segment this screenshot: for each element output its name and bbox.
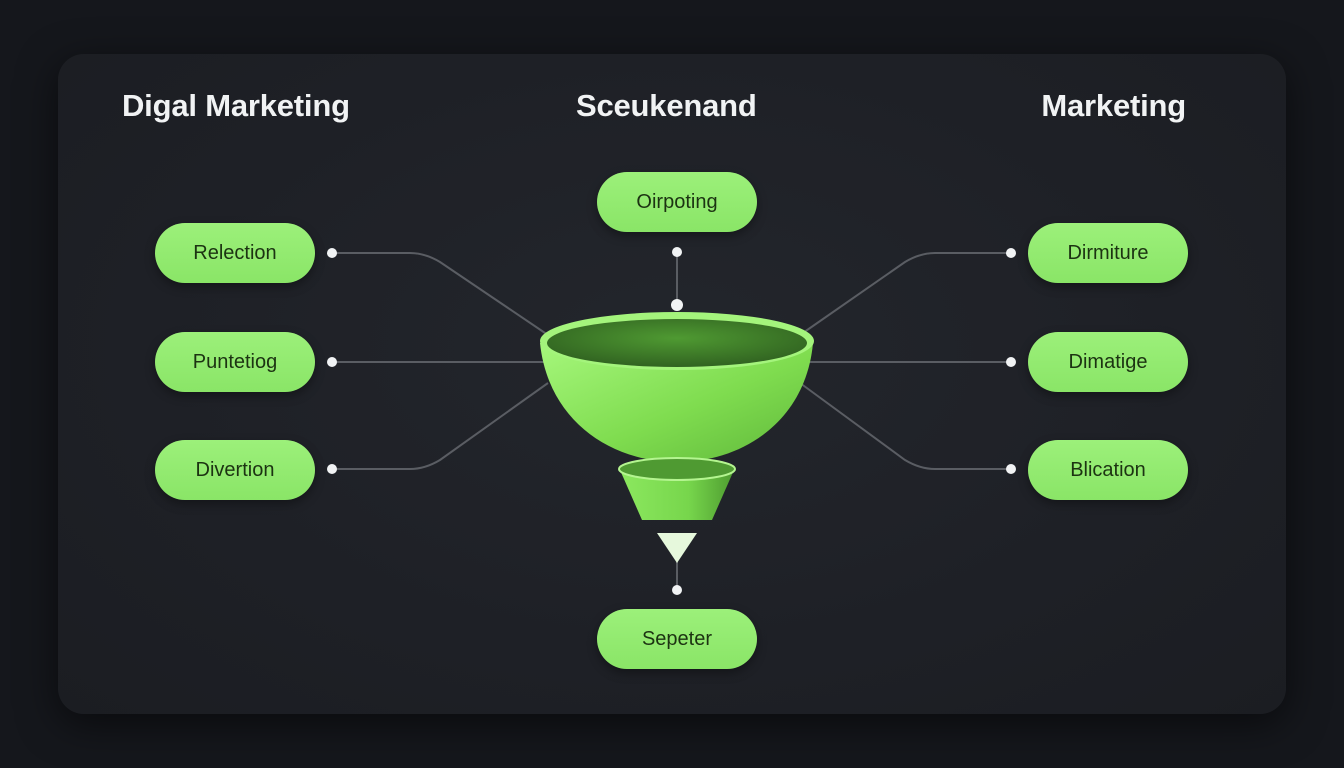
- funnel-cone: [620, 470, 734, 520]
- funnel-bowl: [540, 343, 813, 462]
- connector-right-1: [799, 252, 1011, 336]
- node-left-2[interactable]: Puntetiog: [155, 332, 315, 392]
- node-left-3[interactable]: Divertion: [155, 440, 315, 500]
- connector-right-3: [799, 382, 1011, 470]
- heading-center: Sceukenand: [576, 88, 757, 123]
- connector-dots: [327, 247, 1016, 595]
- funnel-cone-top: [618, 457, 736, 481]
- left-connectors: [332, 252, 549, 470]
- funnel-interior: [547, 319, 807, 367]
- dot-left-2: [327, 357, 337, 367]
- node-top[interactable]: Oirpoting: [597, 172, 757, 232]
- connector-left-1: [332, 252, 549, 336]
- node-right-3[interactable]: Blication: [1028, 440, 1188, 500]
- connector-left-3: [332, 382, 549, 470]
- right-connectors: [799, 252, 1011, 470]
- funnel-tip: [657, 533, 697, 563]
- funnel-icon: [540, 312, 814, 563]
- dot-top-upper: [672, 247, 682, 257]
- node-right-1[interactable]: Dirmiture: [1028, 223, 1188, 283]
- dot-right-2: [1006, 357, 1016, 367]
- dot-right-3: [1006, 464, 1016, 474]
- heading-right: Marketing: [1041, 88, 1186, 123]
- dot-bottom: [672, 585, 682, 595]
- heading-left: Digal Marketing: [122, 88, 350, 123]
- dot-left-1: [327, 248, 337, 258]
- node-bottom[interactable]: Sepeter: [597, 609, 757, 669]
- dot-right-1: [1006, 248, 1016, 258]
- node-right-2[interactable]: Dimatige: [1028, 332, 1188, 392]
- node-left-1[interactable]: Relection: [155, 223, 315, 283]
- dot-top-lower: [671, 299, 683, 311]
- dot-left-3: [327, 464, 337, 474]
